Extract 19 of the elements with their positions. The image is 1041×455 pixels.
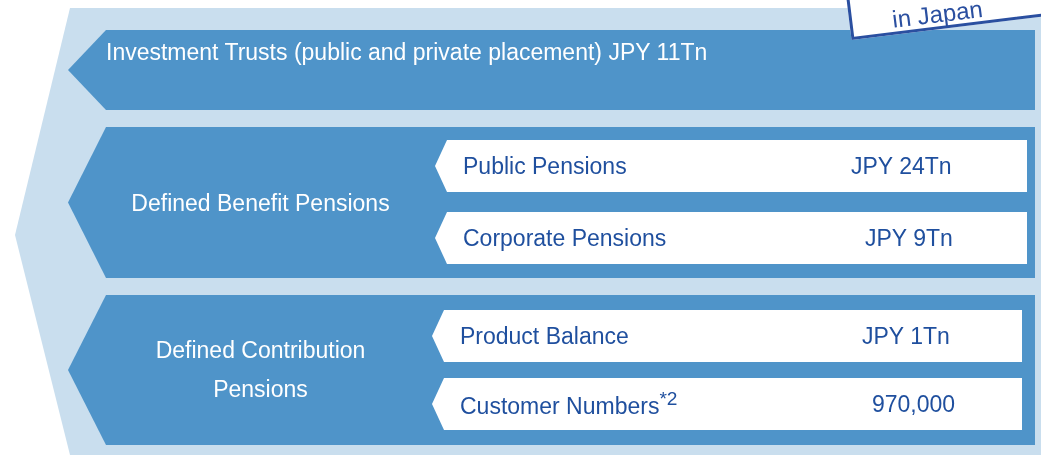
- amount-value: 970,000: [872, 390, 956, 418]
- item-box: [432, 378, 1022, 430]
- item-label: Public Pensions: [463, 152, 627, 180]
- category-band: [68, 127, 1035, 278]
- item-box: [432, 310, 1022, 362]
- item-label: Product Balance: [460, 322, 629, 350]
- item-box: [435, 140, 1027, 192]
- band-title: Defined Contribution Pensions: [154, 336, 367, 404]
- stamp-text: in Japan: [890, 0, 985, 34]
- item-label: Customer Numbers$^{*2}$: [460, 388, 678, 420]
- category-band: [68, 295, 1035, 445]
- item-label: Corporate Pensions: [463, 224, 667, 252]
- item-box: [435, 212, 1027, 264]
- amount-value: JPY 24Tn: [851, 152, 952, 180]
- amount-value: JPY 1Tn: [862, 322, 950, 350]
- band-title: Defined Benefit Pensions: [130, 188, 391, 217]
- amount-value: JPY 9Tn: [865, 224, 953, 252]
- category-band: [68, 30, 1035, 110]
- band-title: Investment Trusts (public and private placement) JPY 11Tn: [106, 39, 708, 66]
